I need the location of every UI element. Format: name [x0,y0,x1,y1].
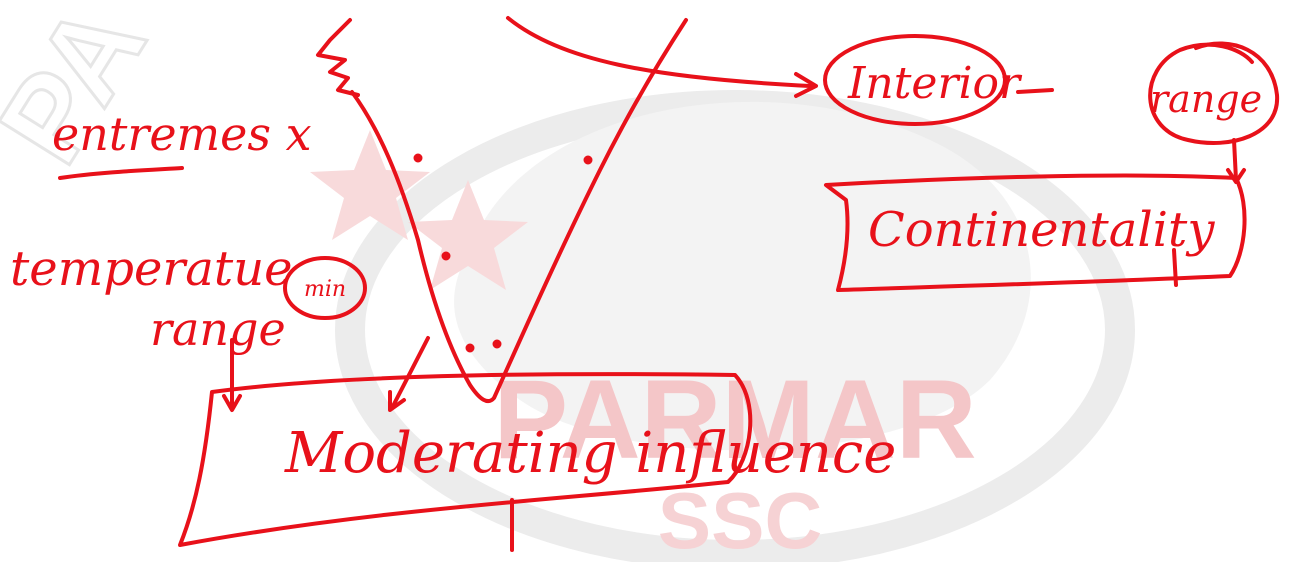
label-extremes: entremes x [52,107,312,161]
range-circle [1148,41,1280,145]
handwritten-labels: entremes x temperatue range min Moderati… [10,58,1262,486]
coast-dot-5 [492,339,502,349]
label-continentality: Continentality [868,202,1215,258]
arrow-temp-head [222,394,242,412]
coast-dot-2 [583,155,593,165]
zigzag-stroke [316,18,360,97]
continentality-box-tail [1172,248,1178,287]
extremes-underline [58,166,184,180]
interior-dash [1016,88,1054,94]
continentality-box [824,173,1247,292]
watermark-sub-text: SSC [658,476,823,562]
arrow-v-head [388,390,406,412]
peninsula-v-stroke [350,18,688,404]
arrow-range-to-box [1232,138,1238,182]
coast-dot-1 [413,153,423,163]
label-range-left: range [150,302,286,356]
watermark-lion-shape [454,101,1031,451]
arc-to-interior [506,16,812,88]
label-range-right: range [1150,77,1262,121]
label-temperature: temperatue [10,241,293,297]
arc-arrowhead [794,72,818,98]
moderating-box [178,372,753,547]
interior-oval [823,34,1007,126]
arrow-v-to-box [390,336,430,410]
coast-dot-3 [441,251,451,261]
label-min: min [304,277,346,302]
watermark-star-2 [408,180,528,290]
watermark-star-1 [310,130,430,240]
min-circle [283,256,367,320]
coast-dot-4 [465,343,475,353]
label-moderating: Moderating influence [284,421,896,486]
label-interior: Interior [847,58,1023,109]
ink-strokes [58,16,1280,552]
